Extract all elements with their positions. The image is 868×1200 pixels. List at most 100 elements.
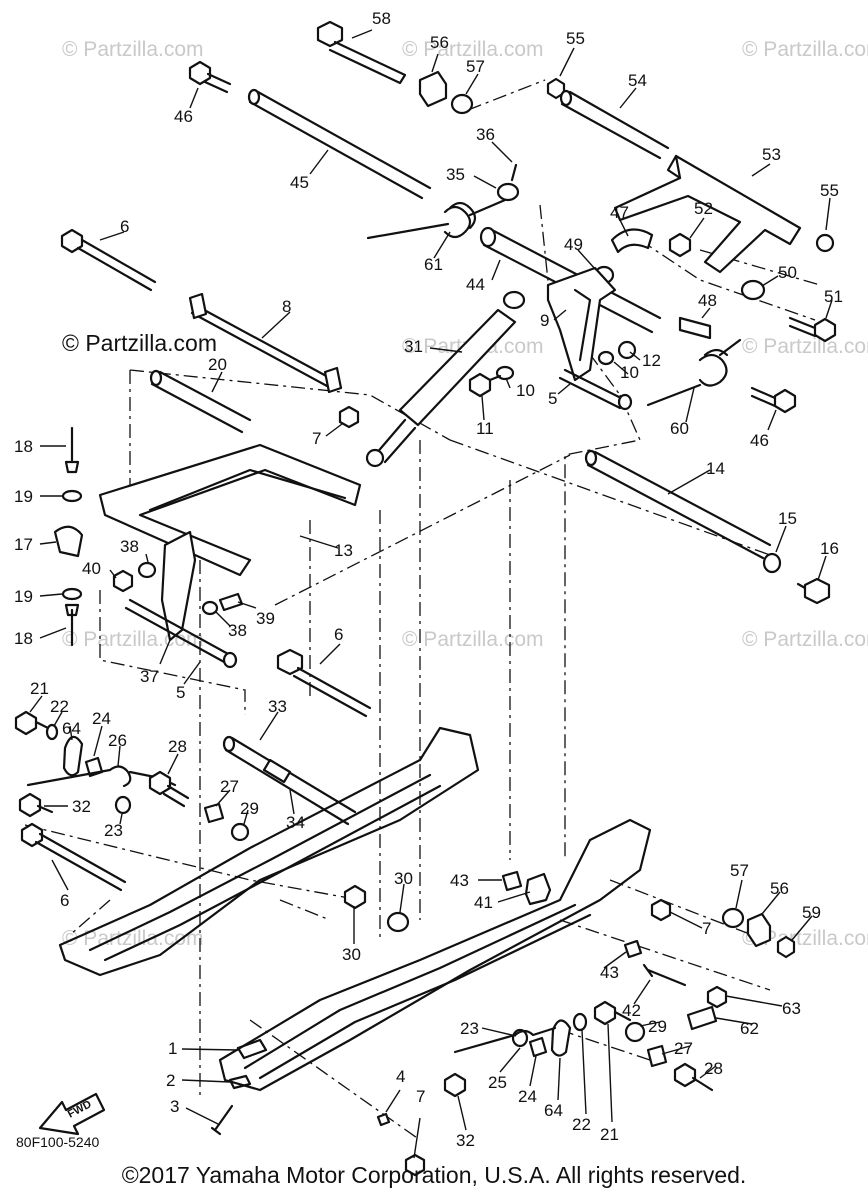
callout-2: 2: [166, 1071, 175, 1090]
part-32-bolt: [18, 792, 467, 1098]
part-53-arm: [613, 154, 802, 274]
copyright-notice: ©2017 Yamaha Motor Corporation, U.S.A. A…: [121, 1162, 747, 1188]
part-3-screw: [210, 1104, 234, 1136]
part-9-bracket: [546, 266, 617, 382]
part-8-stay: [188, 292, 343, 394]
callout-5: 5: [548, 389, 557, 408]
callout-10: 10: [620, 363, 639, 382]
part-6c-bolt: [20, 822, 127, 892]
part-58-bolt: [316, 20, 407, 85]
part-52-nut: [668, 232, 692, 258]
callouts: 58 56 55 57 46 54 36 35 45 53 55 47 52 6…: [14, 9, 843, 1150]
watermark: © Partzilla.com: [742, 927, 868, 950]
callout-43: 43: [450, 871, 469, 890]
callout-27: 27: [674, 1039, 693, 1058]
callout-44: 44: [466, 275, 485, 294]
part-4-stud: [376, 1112, 391, 1127]
callout-3: 3: [170, 1097, 179, 1116]
part-62-bolt: [686, 1005, 718, 1031]
slide-rail-left: [58, 726, 480, 977]
callout-30: 30: [394, 869, 413, 888]
callout-45: 45: [290, 173, 309, 192]
callout-43: 43: [600, 963, 619, 982]
callout-61: 61: [424, 255, 443, 274]
part-46b-bolt: [750, 386, 797, 414]
part-17-cap: [53, 525, 84, 558]
callout-10: 10: [516, 381, 535, 400]
part-50-collar: [740, 279, 766, 301]
part-41-slider-tip: [524, 872, 552, 906]
callout-55: 55: [566, 29, 585, 48]
callout-26: 26: [108, 731, 127, 750]
part-63-nut: [706, 985, 728, 1009]
part-28-bolt: [148, 770, 714, 1092]
callout-48: 48: [698, 291, 717, 310]
callout-35: 35: [446, 165, 465, 184]
part-51-bolt: [788, 316, 837, 343]
part-23-collar: [114, 795, 529, 1048]
callout-63: 63: [782, 999, 801, 1018]
watermark: © Partzilla.com: [742, 38, 868, 61]
callout-46: 46: [750, 431, 769, 450]
callout-20: 20: [208, 355, 227, 374]
callout-6: 6: [120, 217, 129, 236]
callout-59: 59: [802, 903, 821, 922]
callout-19: 19: [14, 587, 33, 606]
callout-23: 23: [460, 1019, 479, 1038]
callout-33: 33: [268, 697, 287, 716]
callout-21: 21: [600, 1125, 619, 1144]
callout-4: 4: [396, 1067, 405, 1086]
leader-lines: [29, 29, 833, 1159]
part-55b-nut: [815, 233, 835, 253]
callout-38: 38: [228, 621, 247, 640]
part-5a-bolt: [558, 368, 633, 411]
callout-57: 57: [730, 861, 749, 880]
part-37-bracket: [160, 530, 197, 642]
callout-60: 60: [670, 419, 689, 438]
watermark: © Partzilla.com: [62, 927, 204, 950]
callout-56: 56: [770, 879, 789, 898]
callout-64: 64: [62, 719, 81, 738]
callout-36: 36: [476, 125, 495, 144]
callout-37: 37: [140, 667, 159, 686]
part-47-guard: [610, 228, 654, 254]
callout-30: 30: [342, 945, 361, 964]
callout-58: 58: [372, 9, 391, 28]
callout-51: 51: [824, 287, 843, 306]
callout-19: 19: [14, 487, 33, 506]
part-11-bolt: [468, 372, 502, 398]
part-45-shaft: [247, 88, 432, 200]
part-7a-collar: [338, 405, 360, 429]
part-5b-bolt: [124, 598, 238, 669]
callout-28: 28: [168, 737, 187, 756]
part-20-shaft: [149, 369, 252, 434]
callout-62: 62: [740, 1019, 759, 1038]
callout-55: 55: [820, 181, 839, 200]
callout-42: 42: [622, 1001, 641, 1020]
part-21-bolt: [14, 710, 632, 1026]
callout-9: 9: [540, 311, 549, 330]
callout-29: 29: [648, 1017, 667, 1036]
callout-5: 5: [176, 683, 185, 702]
callout-13: 13: [334, 541, 353, 560]
part-19-washer: [61, 489, 83, 601]
callout-25: 25: [488, 1073, 507, 1092]
callout-23: 23: [104, 821, 123, 840]
callout-8: 8: [282, 297, 291, 316]
part-64-plate: [62, 735, 572, 1057]
callout-24: 24: [518, 1087, 537, 1106]
part-33-shaft: [222, 735, 357, 826]
part-22-washer: [45, 723, 588, 1032]
part-27-block: [203, 802, 668, 1068]
drawing-code: 80F100-5240: [16, 1134, 100, 1150]
callout-28: 28: [704, 1059, 723, 1078]
callout-14: 14: [706, 459, 725, 478]
part-60-spring: [646, 338, 742, 407]
callout-15: 15: [778, 509, 797, 528]
part-38-bushing: [137, 561, 219, 616]
callout-41: 41: [474, 893, 493, 912]
part-46-bolt: [188, 60, 232, 94]
callout-1: 1: [168, 1039, 177, 1058]
watermark: © Partzilla.com: [742, 335, 868, 358]
